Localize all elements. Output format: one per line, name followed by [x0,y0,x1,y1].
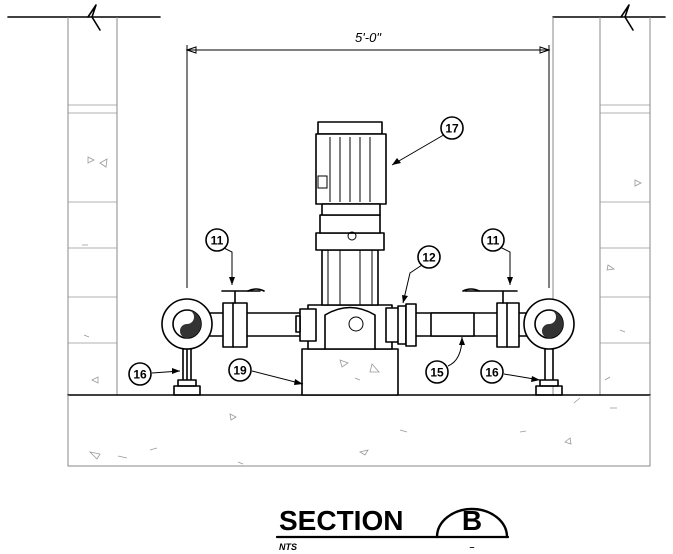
detail-id: B [462,505,482,536]
vertical-pump [307,121,393,350]
sheet-reference: – [469,542,474,552]
callout-label: 11 [487,234,500,248]
callout-15: 15 [425,336,465,384]
left-wall [7,4,161,395]
callout-label: 15 [430,366,444,380]
callout-label: 12 [422,251,436,265]
callout-label: 16 [485,366,499,380]
suction-header [209,288,317,348]
callout-label: 17 [445,122,459,136]
callout-label: 19 [233,364,247,378]
right-header-pipe [523,298,575,396]
callout-16-left: 16 [128,362,181,386]
section-title-label: SECTION [279,505,403,536]
width-dimension: 5'-0" [185,30,551,288]
callout-11-left: 11 [205,228,235,285]
concrete-slab [67,394,651,467]
callout-11-right: 11 [481,228,513,285]
callout-17: 17 [391,116,464,166]
callout-16-right: 16 [480,360,541,384]
right-wall [552,4,666,395]
pump-pedestal [301,348,399,396]
callout-label: 11 [211,234,224,248]
callout-19: 19 [228,358,304,385]
scale-note: NTS [279,542,297,552]
discharge-header [385,288,541,348]
callout-12: 12 [402,245,441,304]
left-header-pipe [161,298,213,396]
dimension-label: 5'-0" [355,30,382,45]
callout-label: 16 [133,368,147,382]
section-title: SECTION B NTS – [275,505,510,552]
